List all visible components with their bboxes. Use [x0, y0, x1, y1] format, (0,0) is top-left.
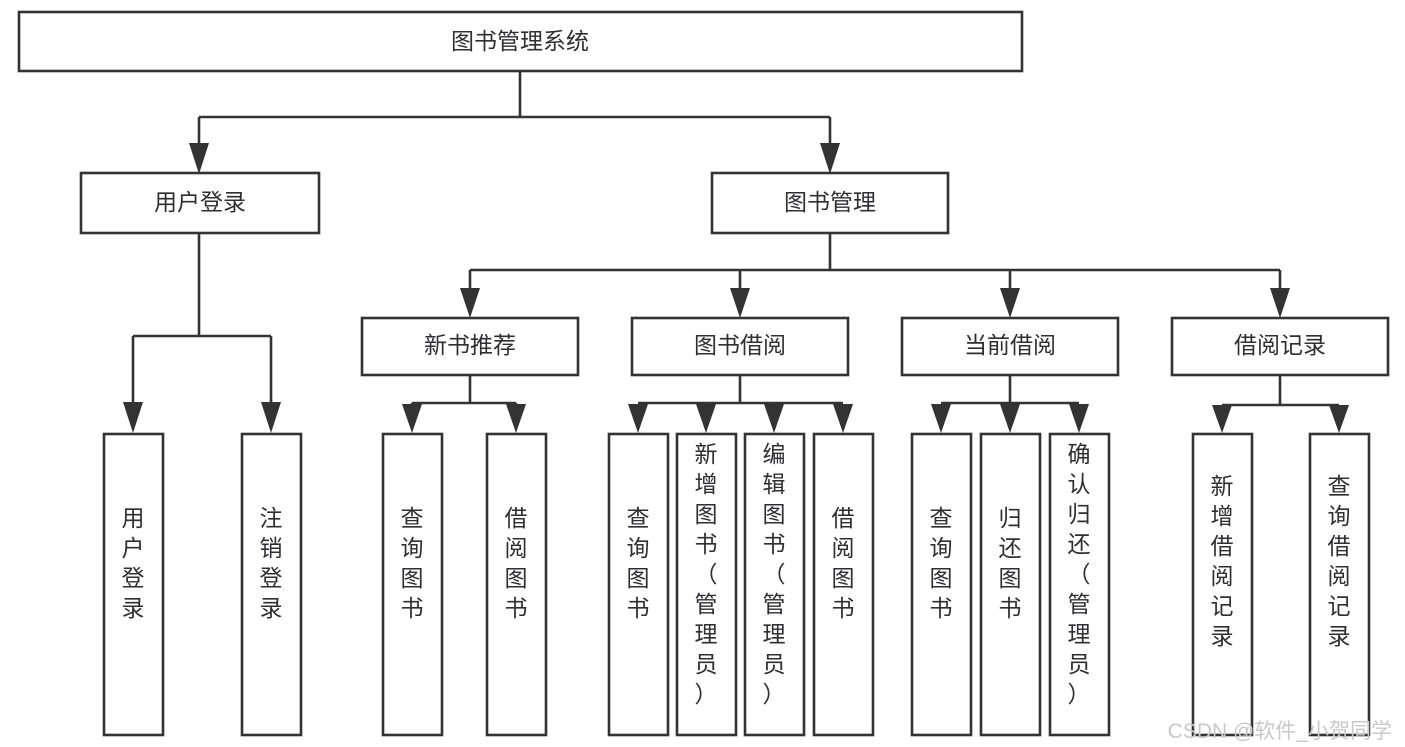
node-leaf-logout-login[interactable]: 注销登录: [240, 432, 303, 737]
node-book-borrow[interactable]: 图书借阅: [630, 316, 850, 377]
node-user-login[interactable]: 用户登录: [79, 171, 321, 235]
arrowhead-book-borrow: [730, 288, 750, 318]
csdn-watermark: CSDN @软件_小贺同学: [1168, 720, 1392, 743]
node-leaf-add-book-label: 新增图书（管理员）: [695, 441, 718, 707]
arrowhead-leaf-query-book-1: [402, 404, 422, 433]
node-book-borrow-box[interactable]: [630, 316, 850, 377]
node-leaf-query-book-3-label: 查询图书: [930, 505, 953, 621]
node-new-book-recommend[interactable]: 新书推荐: [360, 316, 580, 377]
arrowhead-leaf-add-book: [696, 404, 716, 433]
arrowhead-leaf-query-record: [1329, 405, 1349, 433]
connectors-user-login-to-leaves: [123, 233, 281, 433]
node-leaf-edit-book-box[interactable]: [743, 432, 806, 737]
node-leaf-query-book-3[interactable]: 查询图书: [910, 432, 973, 737]
arrowhead-leaf-query-book-3: [931, 404, 951, 433]
node-leaf-add-book-box[interactable]: [675, 432, 738, 737]
node-book-borrow-label: 图书借阅: [694, 332, 786, 358]
node-leaf-query-book-2-box[interactable]: [607, 432, 670, 737]
node-leaf-user-login-label: 用户登录: [122, 505, 145, 621]
node-leaf-query-record-box[interactable]: [1308, 432, 1371, 737]
node-leaf-user-login[interactable]: 用户登录: [102, 432, 165, 737]
node-root[interactable]: 图书管理系统: [17, 10, 1024, 73]
node-leaf-confirm-return[interactable]: 确认归还（管理员）: [1048, 432, 1111, 737]
arrowhead-new-book-recommend: [460, 288, 480, 318]
arrowhead-leaf-return-book: [1000, 404, 1020, 433]
node-leaf-borrow-book-1-label: 借阅图书: [505, 505, 528, 621]
node-user-login-box[interactable]: [79, 171, 321, 235]
node-current-borrow[interactable]: 当前借阅: [900, 316, 1120, 377]
node-borrow-record-label: 借阅记录: [1234, 332, 1326, 358]
connectors-borrow-record-to-leaves: [1212, 375, 1349, 433]
node-leaf-borrow-book-2-label: 借阅图书: [832, 505, 855, 621]
node-leaf-user-login-box[interactable]: [102, 432, 165, 737]
node-new-book-recommend-box[interactable]: [360, 316, 580, 377]
node-leaf-query-book-1-box[interactable]: [381, 432, 444, 737]
arrowhead-book-management: [820, 143, 840, 174]
arrowhead-leaf-user-login: [123, 402, 143, 433]
arrowhead-leaf-add-record: [1212, 405, 1232, 433]
connectors-current-borrow-to-leaves: [931, 375, 1089, 433]
connectors-new-book-recommend-to-leaves: [402, 375, 526, 433]
node-user-login-label: 用户登录: [154, 189, 246, 215]
node-root-label: 图书管理系统: [451, 28, 589, 54]
node-root-box[interactable]: [17, 10, 1024, 73]
arrowhead-user-login: [189, 143, 209, 174]
node-new-book-recommend-label: 新书推荐: [424, 332, 516, 358]
node-leaf-edit-book[interactable]: 编辑图书（管理员）: [743, 432, 806, 737]
node-leaf-return-book[interactable]: 归还图书: [979, 432, 1042, 737]
connectors-book-borrow-to-leaves: [628, 375, 853, 433]
node-leaf-logout-login-label: 注销登录: [260, 505, 283, 621]
node-borrow-record-box[interactable]: [1170, 316, 1390, 377]
node-leaf-add-record[interactable]: 新增借阅记录: [1191, 432, 1254, 737]
node-book-management[interactable]: 图书管理: [710, 171, 950, 235]
node-leaf-borrow-book-1-box[interactable]: [485, 432, 548, 737]
node-book-management-label: 图书管理: [784, 189, 876, 215]
node-borrow-record[interactable]: 借阅记录: [1170, 316, 1390, 377]
node-leaf-edit-book-label: 编辑图书（管理员）: [763, 441, 786, 707]
node-current-borrow-label: 当前借阅: [964, 332, 1056, 358]
node-leaf-confirm-return-box[interactable]: [1048, 432, 1111, 737]
node-leaf-query-book-1[interactable]: 查询图书: [381, 432, 444, 737]
arrowhead-leaf-query-book-2: [628, 404, 648, 433]
node-leaf-return-book-box[interactable]: [979, 432, 1042, 737]
node-leaf-query-book-3-box[interactable]: [910, 432, 973, 737]
node-leaf-borrow-book-1[interactable]: 借阅图书: [485, 432, 548, 737]
node-leaf-query-book-2[interactable]: 查询图书: [607, 432, 670, 737]
node-leaf-return-book-label: 归还图书: [999, 505, 1022, 621]
node-leaf-query-record[interactable]: 查询借阅记录: [1308, 432, 1371, 737]
node-leaf-add-record-box[interactable]: [1191, 432, 1254, 737]
node-leaf-add-book[interactable]: 新增图书（管理员）: [675, 432, 738, 737]
arrowhead-borrow-record: [1270, 288, 1290, 318]
node-leaf-query-record-label: 查询借阅记录: [1328, 473, 1351, 649]
node-current-borrow-box[interactable]: [900, 316, 1120, 377]
arrowhead-leaf-logout-login: [261, 402, 281, 433]
node-book-management-box[interactable]: [710, 171, 950, 235]
connectors-root-to-level2: [189, 71, 840, 174]
node-leaf-confirm-return-label: 确认归还（管理员）: [1068, 441, 1091, 707]
arrowhead-leaf-borrow-book-1: [506, 404, 526, 433]
node-leaf-borrow-book-2-box[interactable]: [812, 432, 875, 737]
connectors-book-management-to-level3: [460, 233, 1290, 318]
arrowhead-leaf-edit-book: [764, 404, 784, 433]
node-leaf-add-record-label: 新增借阅记录: [1211, 473, 1234, 649]
arrowhead-leaf-confirm-return: [1069, 404, 1089, 433]
arrowhead-leaf-borrow-book-2: [833, 404, 853, 433]
node-leaf-logout-login-box[interactable]: [240, 432, 303, 737]
arrowhead-current-borrow: [1000, 288, 1020, 318]
node-leaf-query-book-2-label: 查询图书: [627, 505, 650, 621]
node-leaf-borrow-book-2[interactable]: 借阅图书: [812, 432, 875, 737]
node-leaf-query-book-1-label: 查询图书: [401, 505, 424, 621]
